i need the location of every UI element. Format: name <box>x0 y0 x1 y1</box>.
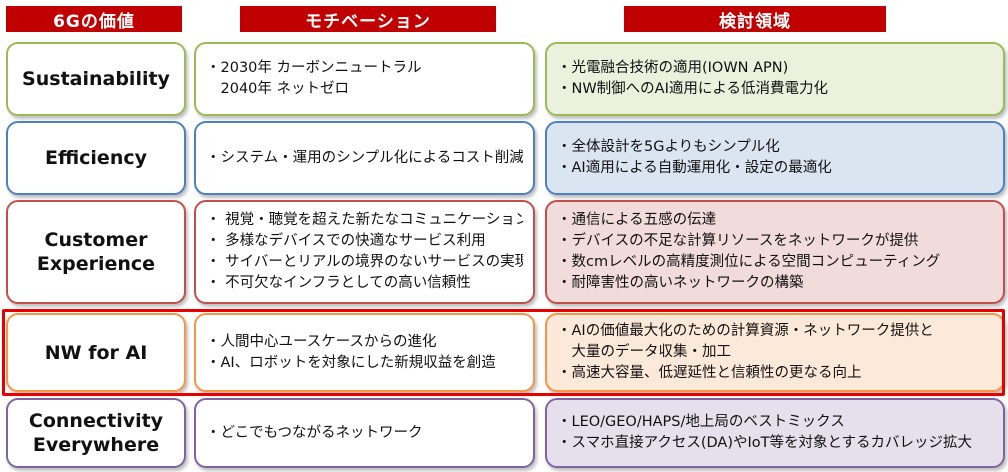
row-label-efficiency: Efficiency <box>6 121 186 195</box>
motivation-line: ・AI、ロボットを対象にした新規収益を創造 <box>206 354 496 371</box>
area-line: ・デバイスの不足な計算リソースをネットワークが提供 <box>557 233 919 249</box>
row-motivation-nw-for-ai: ・人間中心ユースケースからの進化 ・AI、ロボットを対象にした新規収益を創造 <box>194 313 535 392</box>
row-label-sustainability: Sustainability <box>6 42 186 116</box>
row-motivation-connectivity-everywhere: ・どこでもつながるネットワーク <box>194 398 535 468</box>
label-line: Everywhere <box>32 434 160 456</box>
label-line: NW for AI <box>44 341 148 364</box>
area-line: ・数cmレベルの高精度測位による空間コンピューティング <box>557 254 941 270</box>
row-area-nw-for-ai: ・AIの価値最大化のための計算資源・ネットワーク提供と 大量のデータ収集・加工 … <box>545 313 1005 392</box>
motivation-line: ・システム・運用のシンプル化によるコスト削減 <box>206 149 523 166</box>
motivation-line: ・ 不可欠なインフラとしての高い信頼性 <box>206 275 471 291</box>
motivation-line: ・人間中心ユースケースからの進化 <box>206 333 437 350</box>
row-area-connectivity-everywhere: ・LEO/GEO/HAPS/地上局のベストミックス ・スマホ直接アクセス(DA)… <box>545 398 1005 468</box>
header-value: 6Gの価値 <box>6 6 182 32</box>
row-motivation-customer-experience: ・ 視覚・聴覚を超えた新たなコミュニケーション ・ 多様なデバイスでの快適なサー… <box>194 200 535 304</box>
row-area-efficiency: ・全体設計を5Gよりもシンプル化 ・AI適用による自動運用化・設定の最適化 <box>545 121 1005 195</box>
motivation-line: ・ 視覚・聴覚を超えた新たなコミュニケーション <box>206 212 523 228</box>
row-area-sustainability: ・光電融合技術の適用(IOWN APN) ・NW制御へのAI適用による低消費電力… <box>545 42 1005 116</box>
motivation-line: ・2030年 カーボンニュートラル <box>206 60 422 76</box>
area-line: ・スマホ直接アクセス(DA)やIoT等を対象とするカバレッジ拡大 <box>557 435 973 451</box>
area-line: ・光電融合技術の適用(IOWN APN) <box>557 60 789 76</box>
motivation-line: ・ サイバーとリアルの境界のないサービスの実現 <box>206 254 523 270</box>
motivation-line: 2040年 ネットゼロ <box>206 81 350 97</box>
motivation-line: ・ 多様なデバイスでの快適なサービス利用 <box>206 233 486 249</box>
label-line: Customer <box>44 229 148 251</box>
area-line: ・通信による五感の伝達 <box>557 212 717 228</box>
header-area: 検討領域 <box>624 6 886 32</box>
area-line: ・AI適用による自動運用化・設定の最適化 <box>557 160 832 176</box>
label-line: Experience <box>36 253 156 275</box>
area-line: ・AIの価値最大化のための計算資源・ネットワーク提供と <box>557 323 934 339</box>
row-label-customer-experience: Customer Experience <box>6 200 186 304</box>
header-motivation: モチベーション <box>240 6 496 32</box>
row-motivation-sustainability: ・2030年 カーボンニュートラル 2040年 ネットゼロ <box>194 42 535 116</box>
area-line: 大量のデータ収集・加工 <box>557 344 731 360</box>
row-motivation-efficiency: ・システム・運用のシンプル化によるコスト削減 <box>194 121 535 195</box>
area-line: ・耐障害性の高いネットワークの構築 <box>557 275 804 291</box>
area-line: ・NW制御へのAI適用による低消費電力化 <box>557 81 828 97</box>
row-area-customer-experience: ・通信による五感の伝達 ・デバイスの不足な計算リソースをネットワークが提供 ・数… <box>545 200 1005 304</box>
area-line: ・LEO/GEO/HAPS/地上局のベストミックス <box>557 414 845 430</box>
area-line: ・全体設計を5Gよりもシンプル化 <box>557 139 780 155</box>
row-label-nw-for-ai: NW for AI <box>6 313 186 392</box>
label-line: Sustainability <box>22 68 170 90</box>
label-line: Efficiency <box>44 147 147 169</box>
row-label-connectivity-everywhere: Connectivity Everywhere <box>6 398 186 468</box>
area-line: ・高速大容量、低遅延性と信頼性の更なる向上 <box>557 365 862 381</box>
label-line: Connectivity <box>28 410 164 432</box>
motivation-line: ・どこでもつながるネットワーク <box>206 424 423 441</box>
